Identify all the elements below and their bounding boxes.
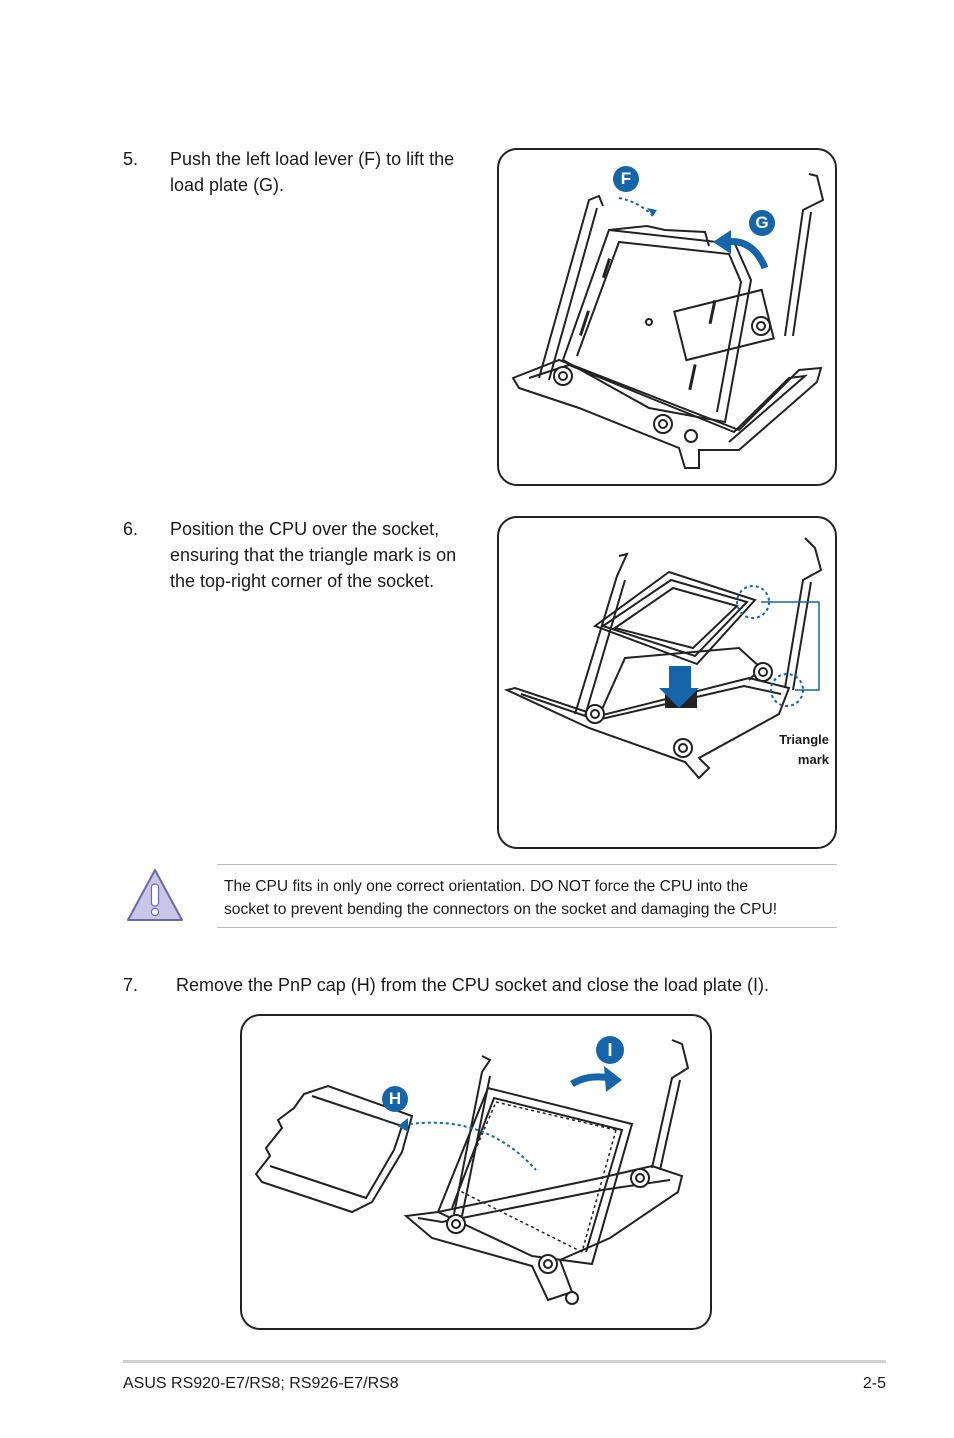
caution-box: The CPU fits in only one correct orienta…	[217, 864, 837, 928]
badge-f: F	[613, 166, 639, 192]
footer-page-number: 2-5	[862, 1375, 886, 1392]
socket-illustration-3	[254, 1039, 690, 1305]
triangle-mark-label: Triangle mark	[779, 732, 829, 767]
step-text: Push the left load lever (F) to lift the…	[170, 149, 455, 195]
badge-i: I	[596, 1036, 624, 1064]
badge-h: H	[382, 1086, 408, 1112]
step-text: Remove the PnP cap (H) from the CPU sock…	[176, 975, 769, 995]
footer-product-name: ASUS RS920-E7/RS8; RS926-E7/RS8	[123, 1375, 399, 1392]
figure-lift-load-plate: F G	[497, 148, 837, 486]
step-text: Position the CPU over the socket, ensuri…	[170, 519, 457, 591]
socket-illustration-1	[511, 173, 825, 469]
footer-rule	[123, 1360, 886, 1363]
caution-text: The CPU fits in only one correct orienta…	[224, 878, 778, 918]
figure-position-cpu: Triangle mark	[497, 516, 837, 849]
badge-g: G	[749, 210, 775, 236]
figure-remove-pnp-cap: H I	[240, 1014, 712, 1330]
step-number: 7.	[123, 975, 139, 995]
step-number: 5.	[123, 149, 139, 169]
caution-icon	[124, 866, 186, 924]
socket-illustration-2	[504, 537, 823, 780]
step-number: 6.	[123, 519, 139, 539]
